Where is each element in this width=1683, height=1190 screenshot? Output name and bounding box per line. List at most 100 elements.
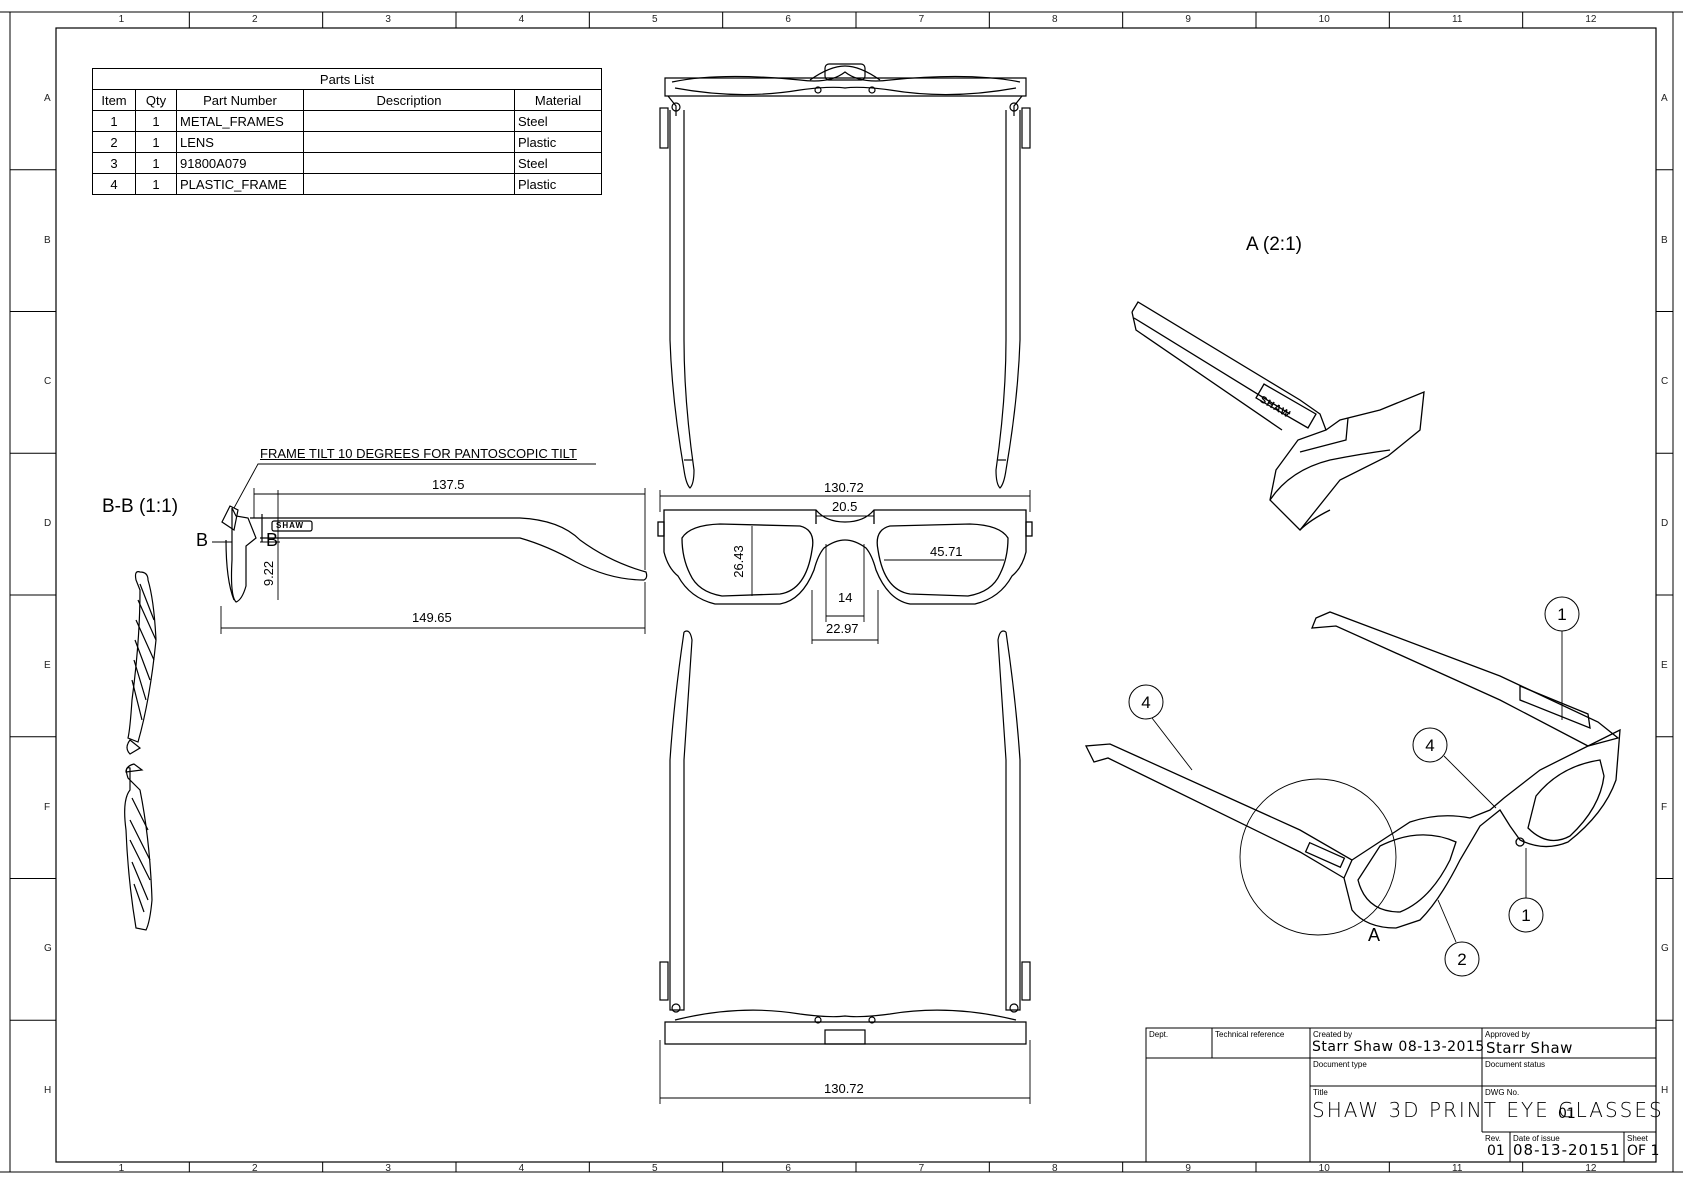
cell-qty: 1	[135, 173, 177, 195]
zone-label: H	[44, 1085, 52, 1097]
tb-doc-status-label: Document status	[1485, 1060, 1546, 1069]
zone-label: C	[1661, 376, 1669, 388]
detail-marker: A	[1368, 925, 1381, 945]
balloon-text: 1	[1557, 605, 1566, 624]
tb-title-label: Title	[1313, 1088, 1328, 1097]
table-row: 3 1 91800A079 Steel	[92, 152, 602, 174]
tb-title-value: SHAW 3D PRINT EYE GLASSES	[1312, 1098, 1664, 1122]
zone-label: 6	[785, 1163, 791, 1174]
dim-side-height: 9.22	[261, 560, 277, 587]
cell-description	[303, 110, 515, 132]
zone-label: 5	[652, 14, 658, 25]
zone-label: 7	[918, 1163, 925, 1174]
zone-label: 12	[1585, 14, 1597, 25]
top-view-glasses	[659, 63, 1031, 489]
cell-material: Plastic	[514, 173, 602, 195]
tb-dept-label: Dept.	[1149, 1030, 1169, 1039]
zone-label: G	[44, 943, 52, 955]
zone-label: F	[1661, 801, 1668, 813]
zone-label: A	[44, 92, 51, 104]
section-marker-right: B	[266, 530, 279, 550]
front-view-glasses	[657, 509, 1033, 605]
cell-item: 2	[92, 131, 136, 153]
zone-label: 10	[1318, 14, 1330, 25]
dim-bottom-width: 130.72	[824, 1081, 864, 1096]
section-bb-view	[124, 571, 157, 931]
balloon-4-left	[1128, 684, 1164, 720]
header-description: Description	[303, 89, 515, 111]
zone-label: 3	[385, 14, 391, 25]
zone-label: E	[1661, 659, 1668, 671]
cell-description	[303, 152, 515, 174]
table-row: 2 1 LENS Plastic	[92, 131, 602, 153]
parts-list-title: Parts List	[92, 68, 602, 90]
tb-created-label: Created by	[1313, 1030, 1353, 1039]
cell-part-number: METAL_FRAMES	[176, 110, 304, 132]
tb-rev-label: Rev.	[1485, 1134, 1501, 1143]
zone-label: 5	[652, 1163, 658, 1174]
cell-description	[303, 131, 515, 153]
dim-bridge-outer: 22.97	[826, 621, 859, 636]
title-block	[1145, 1027, 1657, 1163]
tb-issue-label: Date of issue	[1513, 1134, 1560, 1143]
cell-qty: 1	[135, 131, 177, 153]
cell-qty: 1	[135, 152, 177, 174]
dim-bridge-width: 20.5	[832, 499, 858, 514]
table-row: 1 1 METAL_FRAMES Steel	[92, 110, 602, 132]
table-row: 4 1 PLASTIC_FRAME Plastic	[92, 173, 602, 195]
zone-label: D	[44, 518, 52, 530]
tb-issue-value: 08-13-20151	[1513, 1141, 1621, 1159]
zone-label: F	[44, 801, 51, 813]
zone-label: D	[1661, 518, 1669, 530]
zone-label: 4	[518, 1163, 525, 1174]
zone-label: 12	[1585, 1163, 1597, 1174]
cell-qty: 1	[135, 110, 177, 132]
tb-dwg-label: DWG No.	[1485, 1088, 1520, 1097]
dim-lens-width: 45.71	[930, 544, 963, 559]
balloon-text: 4	[1425, 736, 1434, 755]
parts-list-table: Parts List Item Qty Part Number Descript…	[92, 68, 602, 195]
tb-sheet-label: Sheet	[1627, 1134, 1648, 1143]
tb-approved-label: Approved by	[1485, 1030, 1530, 1039]
detail-a-label: A (2:1)	[1246, 234, 1302, 255]
zone-label: B	[1661, 234, 1668, 246]
zone-label: 1	[118, 1163, 125, 1174]
balloon-2	[1444, 941, 1480, 977]
detail-circle-a	[1239, 778, 1397, 936]
zone-label: 8	[1052, 1163, 1058, 1174]
balloon-text: 4	[1141, 693, 1150, 712]
section-bb-label: B-B (1:1)	[102, 496, 179, 517]
frame-tilt-note: FRAME TILT 10 DEGREES FOR PANTOSCOPIC TI…	[260, 446, 577, 461]
balloon-text: 1	[1521, 906, 1530, 925]
dimension-lines	[212, 463, 1031, 1104]
tb-approved-value: Starr Shaw	[1486, 1039, 1573, 1057]
header-qty: Qty	[135, 89, 177, 111]
tb-tech-ref-label: Technical reference	[1215, 1030, 1285, 1039]
tb-rev-value: 01	[1487, 1143, 1505, 1159]
cell-item: 4	[92, 173, 136, 195]
tb-doc-type-label: Document type	[1313, 1060, 1367, 1069]
balloon-leaders	[1151, 631, 1563, 943]
dim-lens-height: 26.43	[730, 545, 746, 578]
dim-side-top: 137.5	[432, 477, 465, 492]
zone-ticks	[10, 12, 1673, 1172]
cell-item: 1	[92, 110, 136, 132]
header-part-number: Part Number	[176, 89, 304, 111]
isometric-view-glasses	[1084, 611, 1621, 929]
tb-sheet-value: OF 1	[1627, 1143, 1660, 1159]
header-material: Material	[514, 89, 602, 111]
zone-label: H	[1661, 1085, 1669, 1097]
cell-part-number: PLASTIC_FRAME	[176, 173, 304, 195]
tb-created-value: Starr Shaw 08-13-2015	[1312, 1039, 1485, 1055]
cell-material: Plastic	[514, 131, 602, 153]
balloons	[1128, 596, 1580, 977]
header-item: Item	[92, 89, 136, 111]
zone-label: 2	[252, 1163, 258, 1174]
zone-label: 9	[1185, 1163, 1191, 1174]
logo-side-view: SHAW	[276, 521, 304, 530]
zone-label: 8	[1052, 14, 1058, 25]
detail-a-view	[1131, 301, 1425, 531]
dim-front-width: 130.72	[824, 480, 864, 495]
zone-label: 2	[252, 14, 258, 25]
